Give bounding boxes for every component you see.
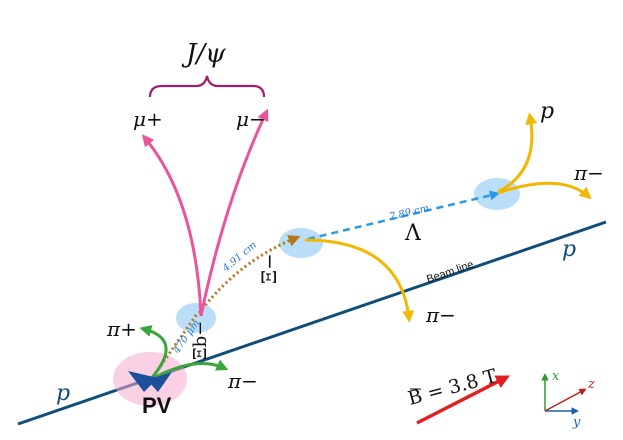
- pv-label: PV: [142, 393, 172, 418]
- pi-plus-track: [139, 325, 168, 381]
- xi-b-label: Ξb−: [190, 321, 211, 360]
- mu-minus-label: μ−: [236, 107, 266, 131]
- axis-z-arrow: [544, 388, 587, 412]
- mu-plus-track: [141, 134, 203, 317]
- axis-y-label: y: [572, 415, 581, 430]
- pi-minus-lambda-track: [497, 181, 592, 200]
- pi-minus-xi-label: π−: [425, 303, 456, 327]
- axis-x-label: x: [552, 369, 560, 384]
- lambda-label: Λ: [404, 221, 422, 246]
- jpsi-bracket: [148, 75, 266, 98]
- bfield-arrow: [416, 375, 510, 425]
- pi-minus-lambda-label: π−: [573, 161, 604, 185]
- mu-plus-label: μ+: [133, 107, 163, 131]
- xi-track: [197, 235, 301, 314]
- pi-minus-xi-track: [304, 238, 415, 323]
- xi-minus-label: Ξ−: [257, 253, 281, 284]
- p-top-label: p: [540, 99, 554, 124]
- p-beam-right-label: p: [562, 237, 576, 262]
- dist-xi-label: 4.91 cm: [220, 240, 259, 275]
- pv-arrow-right: [147, 372, 172, 392]
- lambda-track: [307, 190, 500, 241]
- mu-minus-track: [199, 108, 269, 317]
- pv-arrow-left: [128, 371, 158, 392]
- p-beam-left-label: p: [56, 381, 70, 406]
- pi-minus-pv-track: [149, 359, 229, 382]
- pi-minus-pv-label: π−: [227, 369, 258, 393]
- dist-lambda-label: 7.89 cm: [388, 203, 430, 223]
- beam-line-label: Beam line: [425, 259, 475, 286]
- jpsi-label: J/ψ: [181, 39, 226, 69]
- xi-b-track: [150, 313, 199, 379]
- axis-z-label: z: [587, 377, 595, 392]
- pi-plus-label: π+: [106, 317, 137, 341]
- beam-line: [17, 220, 607, 426]
- xi-vertex: [279, 228, 323, 258]
- proton-track: [497, 112, 538, 194]
- xi-b-vertex: [176, 303, 216, 333]
